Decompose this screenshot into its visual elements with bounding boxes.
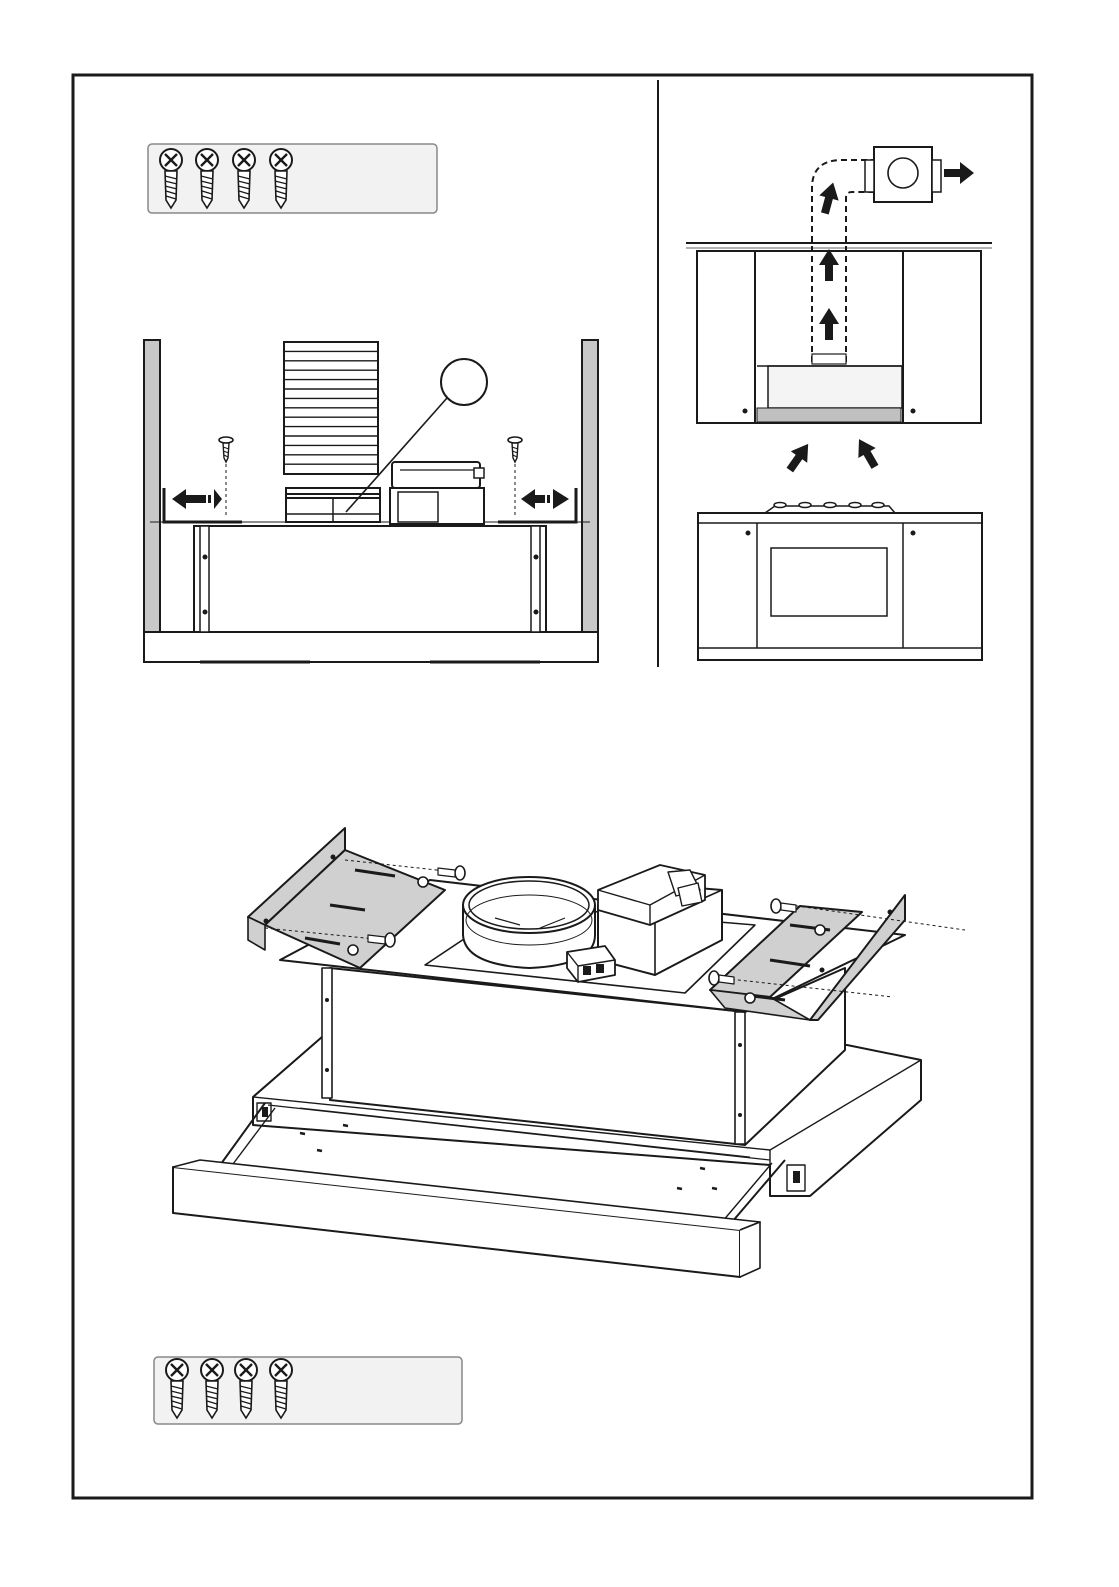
cooker <box>698 503 982 661</box>
slatted-panel <box>284 342 378 474</box>
perspective-view <box>173 828 965 1277</box>
left-cabinet-wall <box>144 340 160 632</box>
double-arrow-left <box>172 489 222 509</box>
ducting-view <box>686 147 992 660</box>
right-cabinet-wall <box>582 340 598 632</box>
screw-icon <box>219 437 233 462</box>
screw-icon <box>438 866 465 880</box>
arrow-up-icon <box>815 180 843 216</box>
hood-front-bar <box>144 632 598 662</box>
front-view <box>144 340 598 662</box>
bottom-screw-kit <box>154 1357 462 1424</box>
left-bracket <box>164 488 242 522</box>
hood-body <box>194 526 546 632</box>
connector <box>567 946 615 982</box>
screw-icon <box>508 437 522 462</box>
left-wall-cabinet <box>697 251 755 423</box>
right-wall-cabinet <box>903 251 981 423</box>
hood-in-cabinet <box>768 366 902 408</box>
fan-box-icon <box>865 147 941 202</box>
arrow-right-icon <box>944 162 974 184</box>
drawer-front <box>173 1167 740 1277</box>
double-arrow-right <box>521 489 569 509</box>
duct-collar <box>286 488 380 522</box>
right-bracket <box>498 488 576 522</box>
screw-icon <box>771 899 796 913</box>
arrow-in-icon <box>782 438 817 476</box>
motor-unit <box>390 462 484 524</box>
top-screw-kit <box>148 144 437 213</box>
arrow-in-icon <box>850 434 883 472</box>
